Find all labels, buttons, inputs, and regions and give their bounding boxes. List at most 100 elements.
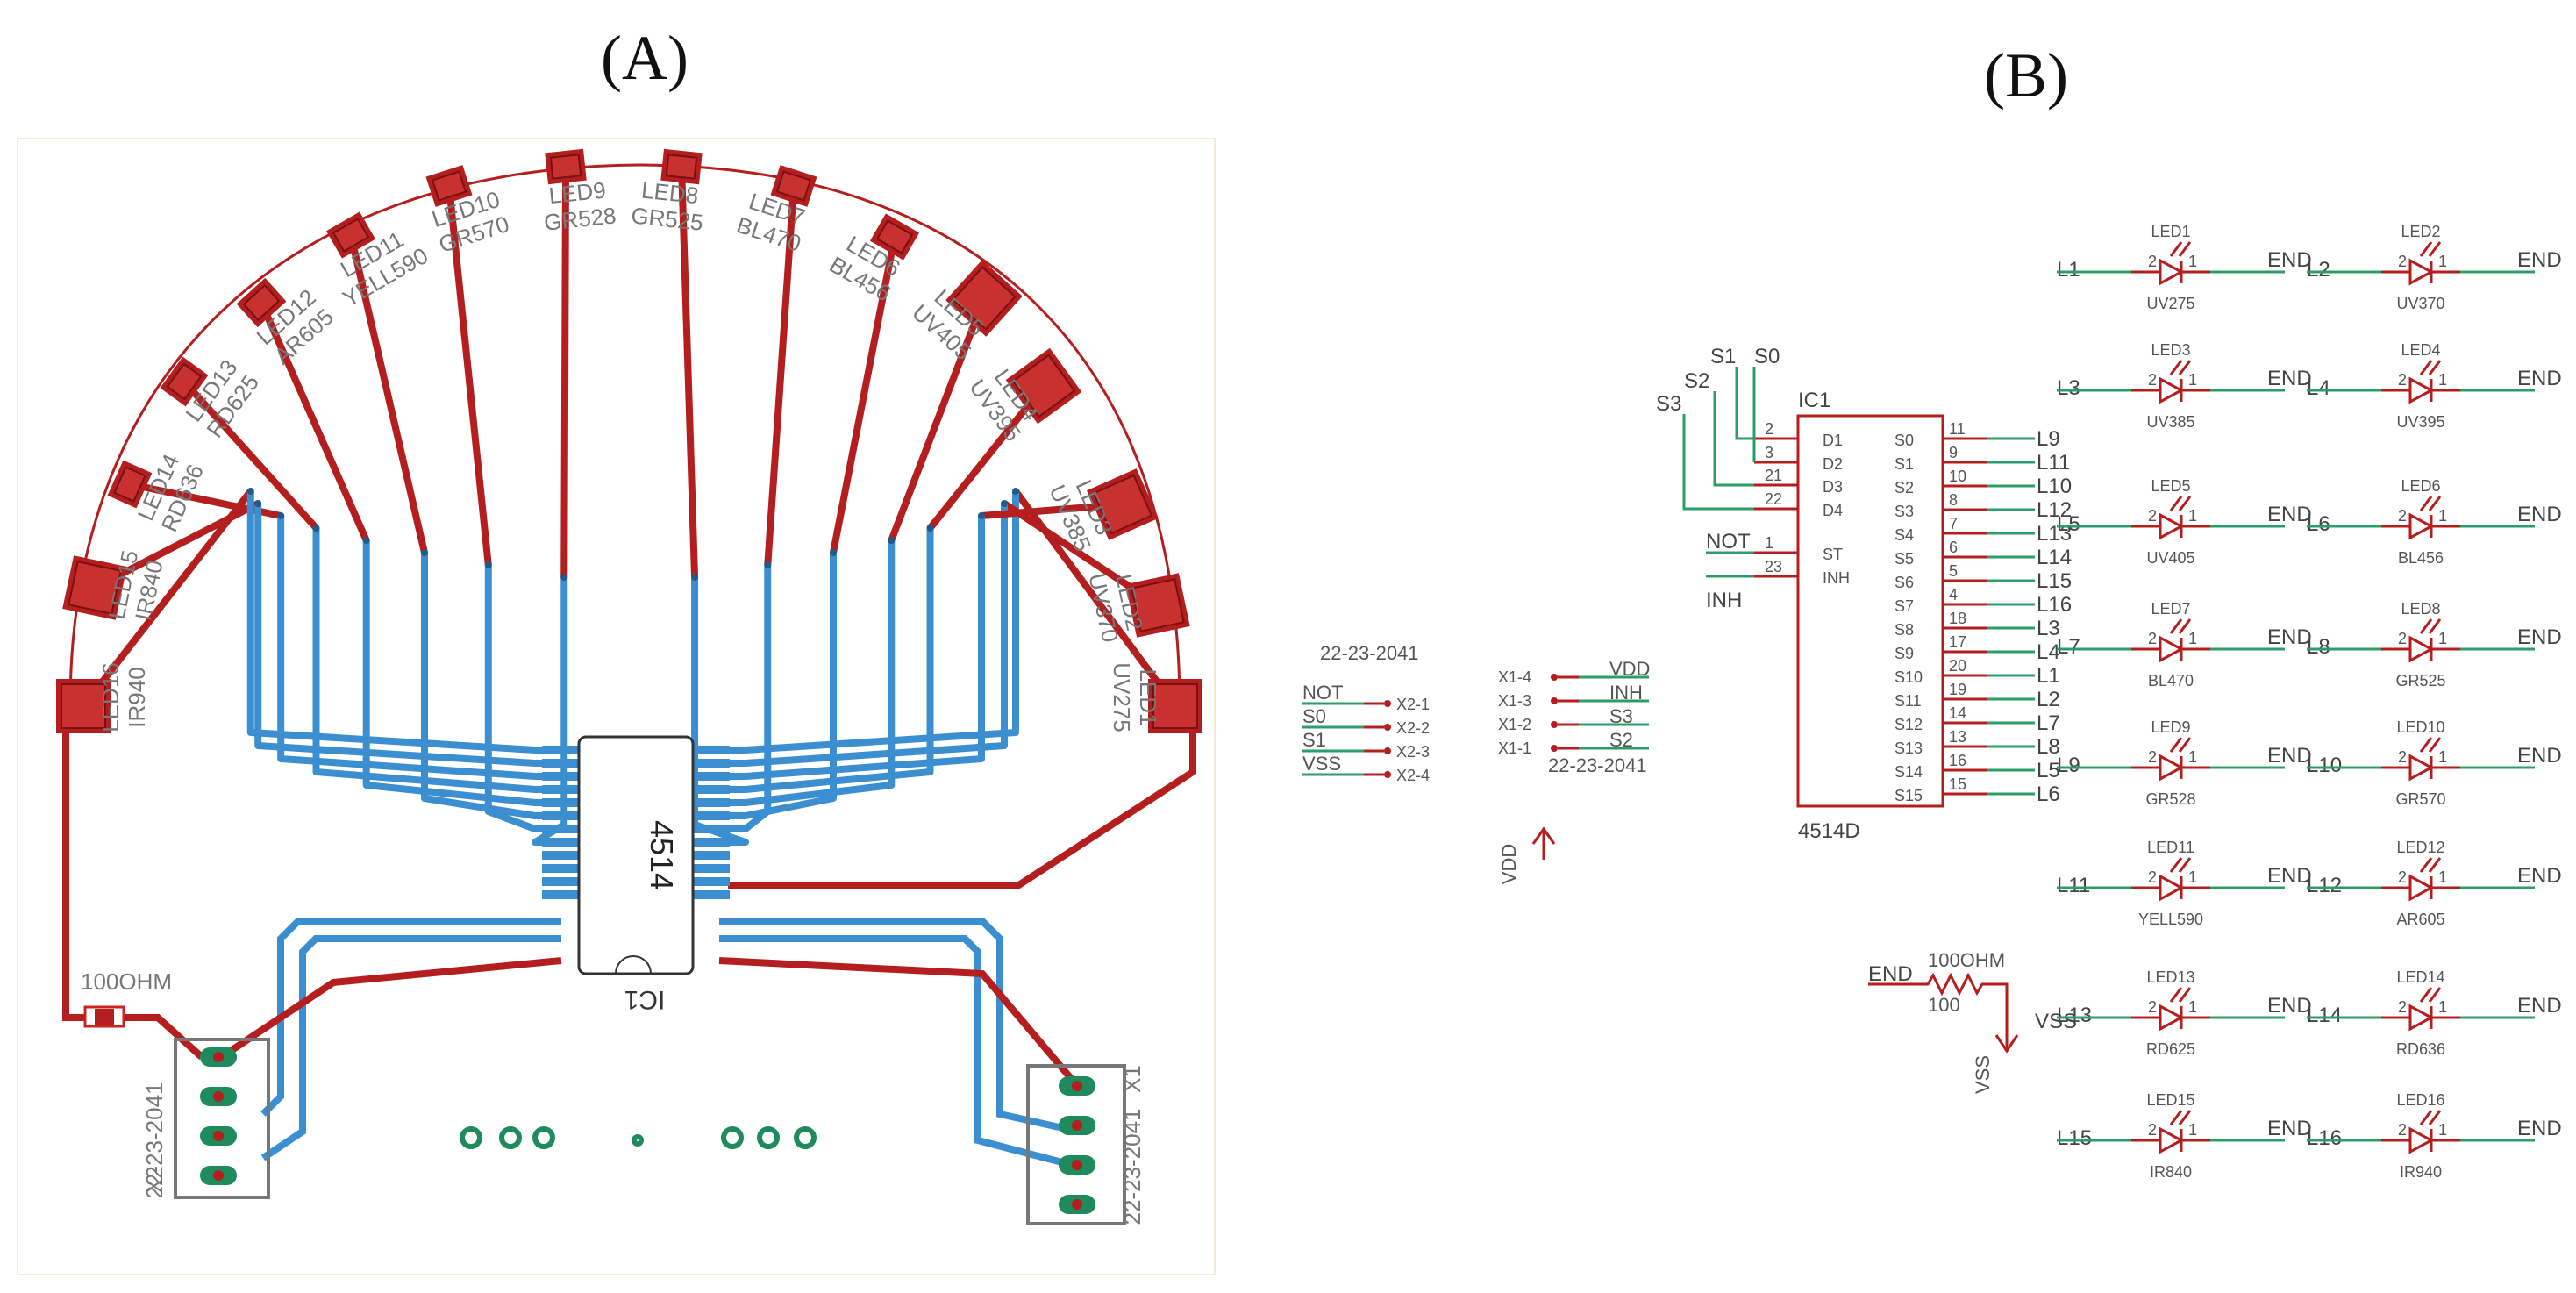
- led-line-label: L12: [2307, 874, 2342, 897]
- vdd-label: VDD: [1498, 844, 1520, 884]
- led-end-label: END: [2517, 864, 2562, 888]
- ic-output-net: L16: [2037, 593, 2072, 617]
- ic-output-name: S10: [1895, 668, 1923, 686]
- pcb-led-pad-2: [1125, 573, 1190, 638]
- pcb-led-pads: LED1UV275LED2UV370LED3UV385LED4UV395LED5…: [56, 148, 1202, 1214]
- pcb-led-type: UV275: [1109, 662, 1135, 732]
- pcb-led-ref: LED8: [640, 176, 700, 209]
- led-pin-2: 2: [2148, 748, 2157, 766]
- schematic-resistor: END 100OHM 100 VSS VSS: [1868, 949, 2077, 1094]
- pcb-x2-ref: X2: [141, 1166, 168, 1194]
- ic-input-net: INH: [1706, 589, 1742, 612]
- ic-input-net: S0: [1754, 345, 1780, 368]
- led-ref: LED14: [2396, 968, 2444, 986]
- led-ref: LED10: [2396, 718, 2444, 736]
- ic-output-name: S8: [1895, 621, 1914, 639]
- ic-output-pin: 8: [1949, 491, 1958, 509]
- led-end-label: END: [2517, 625, 2562, 649]
- led-pin-2: 2: [2148, 630, 2157, 647]
- pcb-led-pad-11: [325, 211, 376, 259]
- pcb-connector-x2: 22-23-2041 X2: [141, 1038, 270, 1199]
- x1-signal: S2: [1609, 729, 1633, 751]
- x1-signal: INH: [1609, 682, 1643, 704]
- ic-input-name: D2: [1823, 455, 1843, 473]
- resistor-name: 100OHM: [1928, 949, 2005, 971]
- ic-output-name: S7: [1895, 597, 1914, 615]
- pcb-led-ref: LED1: [1135, 668, 1161, 725]
- ic-output-name: S9: [1895, 645, 1914, 662]
- led-line-label: L9: [2057, 754, 2080, 777]
- led-type: BL456: [2398, 549, 2444, 567]
- ic-input-net: S1: [1710, 345, 1736, 368]
- ic-input-pin: 21: [1765, 467, 1782, 484]
- led-ref: LED9: [2151, 718, 2190, 736]
- led-type: BL470: [2148, 672, 2194, 689]
- ic-output-name: S11: [1895, 692, 1922, 710]
- x1-pin: X1-3: [1498, 692, 1531, 710]
- x2-pin: X2-2: [1396, 719, 1430, 737]
- led-pin-1: 1: [2188, 371, 2197, 389]
- pcb-led-ref: LED16: [97, 662, 124, 732]
- led-end-label: END: [2267, 503, 2312, 526]
- led-pin-1: 1: [2188, 1121, 2197, 1139]
- led-ref: LED6: [2401, 477, 2440, 495]
- led-ref: LED13: [2146, 968, 2194, 986]
- ic-output-net: L8: [2037, 735, 2060, 759]
- led-pin-1: 1: [2438, 868, 2447, 886]
- led-pin-2: 2: [2148, 868, 2157, 886]
- led-type: UV370: [2396, 295, 2444, 312]
- pcb-led-pad-13: [160, 356, 209, 407]
- ic-output-net: L7: [2037, 711, 2060, 735]
- pcb-led-pad-3: [1087, 468, 1159, 540]
- chip-text: 4514: [644, 820, 680, 890]
- led-end-label: END: [2267, 248, 2312, 272]
- ic-input-pin: 23: [1765, 558, 1782, 575]
- pcb-x2-part: 22-23-2041: [141, 1082, 168, 1199]
- pcb-led-type: IR940: [124, 667, 150, 727]
- x2-part-label: 22-23-2041: [1320, 642, 1419, 664]
- led-ref: LED11: [2147, 839, 2194, 856]
- panel-b-title: (B): [1984, 40, 2068, 111]
- led-line-label: L1: [2057, 258, 2080, 282]
- ic-output-name: S13: [1895, 739, 1923, 757]
- led-type: IR840: [2150, 1163, 2192, 1181]
- ic-output-pin: 10: [1949, 468, 1966, 485]
- led-type: YELL590: [2138, 911, 2203, 928]
- led-pin-1: 1: [2438, 748, 2447, 766]
- led-ref: LED2: [2401, 223, 2440, 240]
- led-end-label: END: [2267, 744, 2312, 768]
- led-type: GR525: [2395, 672, 2445, 689]
- led-type: IR940: [2400, 1163, 2442, 1181]
- ic-output-pin: 11: [1949, 420, 1966, 438]
- x1-pin: X1-2: [1498, 716, 1531, 733]
- led-end-label: END: [2517, 1117, 2562, 1140]
- led-ref: LED12: [2396, 839, 2444, 856]
- x1-pin: X1-1: [1498, 739, 1531, 757]
- led-pin-2: 2: [2398, 507, 2407, 525]
- ic-output-name: S5: [1895, 550, 1914, 568]
- ic-output-net: L14: [2037, 546, 2072, 569]
- panel-a-title: (A): [601, 23, 689, 93]
- ic-input-pin: 1: [1765, 534, 1773, 552]
- pcb-led-pad-14: [107, 460, 153, 509]
- led-pin-2: 2: [2148, 253, 2157, 270]
- led-end-label: END: [2517, 248, 2562, 272]
- pcb-led-ref: LED9: [547, 176, 607, 209]
- pcb-led-pad-10: [425, 165, 473, 207]
- ic-output-net: L1: [2037, 664, 2060, 688]
- pcb-led-pad-6: [869, 213, 920, 261]
- ic-output-net: L2: [2037, 688, 2060, 711]
- ic-input-pin: 2: [1765, 420, 1773, 438]
- led-end-label: END: [2267, 625, 2312, 649]
